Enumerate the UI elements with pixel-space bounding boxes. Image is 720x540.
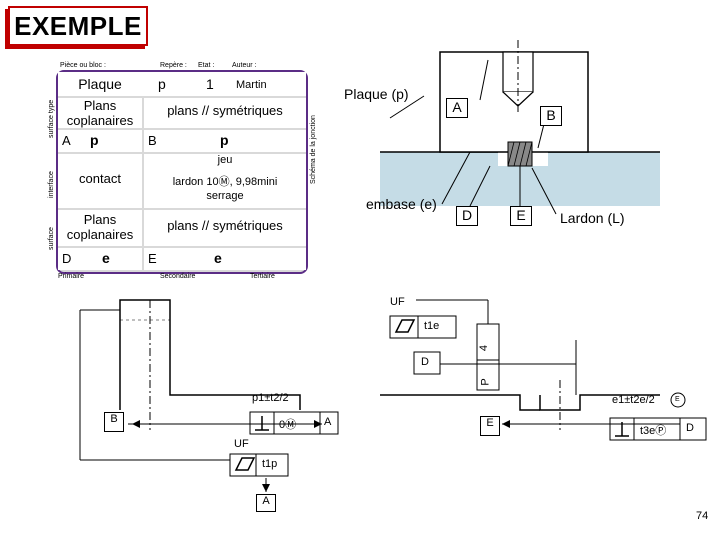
repere-value: p xyxy=(158,76,166,92)
assembly-label-a: A xyxy=(446,98,468,118)
row5-d: D xyxy=(62,251,72,266)
form-cell-r2-right xyxy=(144,130,306,152)
t1e-label: t1e xyxy=(424,320,440,332)
t3e-label: t3eⓅ xyxy=(640,425,667,437)
row2-a: A xyxy=(62,133,71,148)
footer-secondaire: Secondaire xyxy=(160,273,196,280)
auteur-value: Martin xyxy=(236,79,267,91)
form-cell-r5-left xyxy=(58,248,142,270)
p1-dimension: p1±t2/2 xyxy=(252,392,289,404)
uf-bottom-label: UF xyxy=(234,438,249,450)
contact-text: contact xyxy=(79,171,121,186)
lardon-block xyxy=(507,141,533,167)
row1-left-text: Plans coplanaires xyxy=(66,98,134,128)
flatness-symbol-top xyxy=(394,319,416,333)
e1-dimension: e1±t2e/2 xyxy=(612,394,655,406)
row2-p: p xyxy=(90,132,99,148)
part-outline xyxy=(119,299,301,410)
plaque-label: Plaque (p) xyxy=(344,86,409,102)
zero-m-label: 0Ⓜ xyxy=(279,419,297,431)
page-number: 74 xyxy=(696,510,709,522)
row1-right-text: plans // symétriques xyxy=(167,103,283,118)
assembly-label-e: E xyxy=(510,206,532,226)
e-circle-label: E xyxy=(675,396,680,403)
jeu-text: jeu xyxy=(217,154,233,166)
b-box-label: B xyxy=(104,412,124,432)
form-cell-jeu xyxy=(144,154,306,208)
form-cell-r4-left xyxy=(58,210,142,246)
header-etat: Etat : xyxy=(198,62,215,69)
serrage-text: serrage xyxy=(206,190,244,202)
form-cell-r5-right xyxy=(144,248,306,270)
form-cell-r1-right xyxy=(144,98,306,128)
form-cell-r2-left xyxy=(58,130,142,152)
footer-primaire: Primaire xyxy=(58,273,85,280)
form-row-header xyxy=(58,72,306,96)
assembly-label-b: B xyxy=(540,106,562,126)
p-label: P xyxy=(479,378,492,386)
row4-left-text: Plans coplanaires xyxy=(66,212,134,242)
piece-value: Plaque xyxy=(78,76,122,92)
t1p-label: t1p xyxy=(262,458,278,470)
row2-b: B xyxy=(148,133,157,148)
form-cell-r4-right xyxy=(144,210,306,246)
d-box-label: D xyxy=(421,356,429,368)
form-cell-r1-left xyxy=(58,98,142,128)
uf-top-label: UF xyxy=(390,296,405,308)
row5-e-letter: E xyxy=(148,251,157,266)
row5-e2: e xyxy=(214,250,222,266)
assembly-label-d: D xyxy=(456,206,478,226)
junction-form-card: Plaque p 1 Martin Plans coplanaires plan… xyxy=(56,70,308,274)
slide-title: EXEMPLE xyxy=(8,6,148,46)
etat-value: 1 xyxy=(206,76,214,92)
four-label: 4 xyxy=(478,344,491,352)
header-piece: Pièce ou bloc : xyxy=(60,62,106,69)
a-bottom-label: A xyxy=(256,494,276,512)
lardon-label: Lardon (L) xyxy=(560,210,625,226)
row2-p2: p xyxy=(220,132,229,148)
a-box-label: A xyxy=(324,416,332,428)
embase-label: embase (e) xyxy=(366,196,437,212)
lardon-spec-text: lardon 10Ⓜ, 9,98mini xyxy=(172,176,278,188)
header-auteur: Auteur : xyxy=(232,62,257,69)
form-cell-contact xyxy=(58,154,142,208)
d-end-label: D xyxy=(686,422,694,434)
header-repere: Repère : xyxy=(160,62,187,69)
row5-e: e xyxy=(102,250,110,266)
footer-tertiaire: Tertiaire xyxy=(250,273,275,280)
e-box-label: E xyxy=(480,416,500,436)
row4-right-text: plans // symétriques xyxy=(167,218,283,233)
